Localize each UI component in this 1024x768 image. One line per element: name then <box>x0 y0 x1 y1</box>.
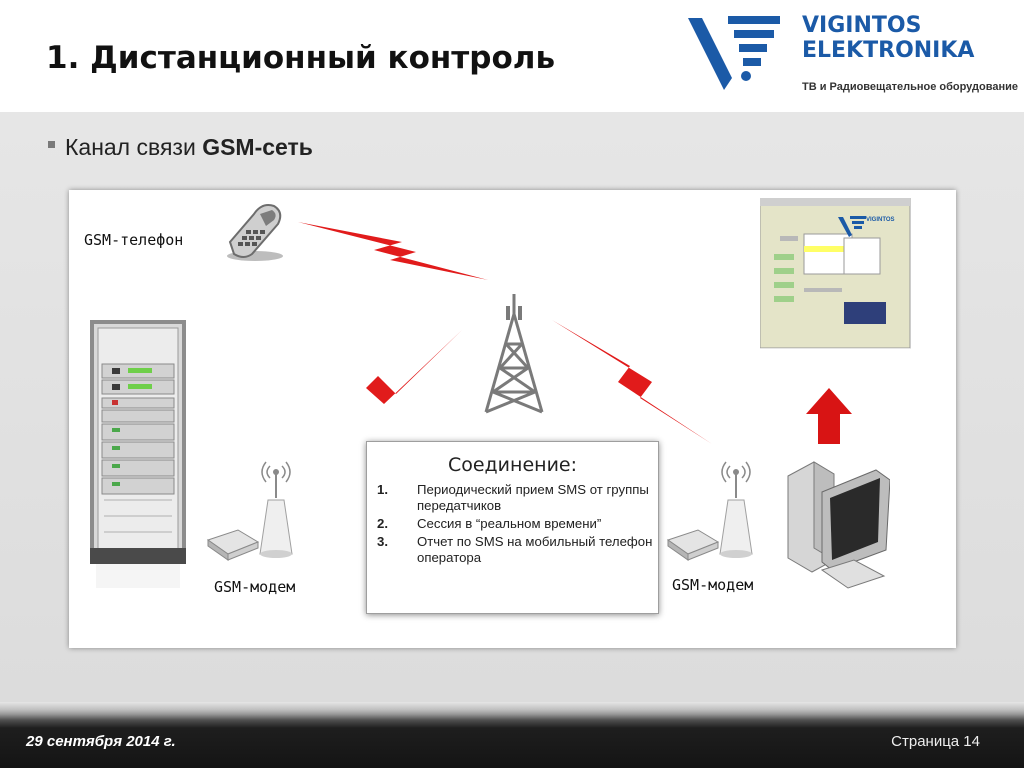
connection-info-box: Соединение: 1. Периодический прием SMS от… <box>366 441 659 614</box>
computer-icon <box>787 461 890 589</box>
transmitter-rack-icon <box>90 320 186 588</box>
connection-item: 3. Отчет по SMS на мобильный телефон опер… <box>377 534 655 566</box>
vigintos-logo-icon <box>688 16 780 90</box>
connection-item: 1. Периодический прием SMS от группы пере… <box>377 482 655 514</box>
brand-name-line2: ELEKTRONIKA <box>802 38 975 63</box>
connection-list: 1. Периодический прием SMS от группы пере… <box>377 482 655 568</box>
gsm-modem-left-icon <box>206 461 293 561</box>
bullet-square-icon <box>48 141 55 149</box>
connection-item: 2. Сессия в “реальном времени” <box>377 516 655 532</box>
connection-item-text: Сессия в “реальном времени” <box>417 516 602 531</box>
connection-item-text: Периодический прием SMS от группы переда… <box>417 482 649 513</box>
bullet-prefix: Канал связи <box>65 134 203 160</box>
connection-item-text: Отчет по SMS на мобильный телефон операт… <box>417 534 653 565</box>
lightning-right-icon <box>552 320 712 444</box>
cell-tower-icon <box>484 294 544 414</box>
lightning-phone-icon <box>298 222 488 280</box>
bullet-item: Канал связи GSM-сеть <box>48 134 313 161</box>
software-screenshot-icon <box>760 198 911 382</box>
gsm-modem-left-label: GSM-модем <box>214 578 296 596</box>
software-logo-icon <box>838 216 866 237</box>
software-logo-text: VIGINTOS <box>866 217 895 223</box>
bullet-bold-term: GSM-сеть <box>202 134 313 160</box>
connection-item-number: 1. <box>377 482 388 497</box>
connection-item-number: 3. <box>377 534 388 549</box>
slide-title: 1. Дистанционный контроль <box>46 40 556 76</box>
footer-date: 29 сентября 2014 г. <box>26 733 176 750</box>
lightning-left-icon <box>300 330 462 454</box>
gsm-modem-right-label: GSM-модем <box>672 576 754 594</box>
brand-tagline: ТВ и Радиовещательное оборудование <box>802 81 1018 93</box>
gsm-modem-right-icon <box>666 461 753 561</box>
connection-item-number: 2. <box>377 516 388 531</box>
gsm-phone-label: GSM-телефон <box>84 231 184 249</box>
connection-title: Соединение: <box>447 454 578 476</box>
page-number: Страница 14 <box>891 733 980 750</box>
header-bar <box>0 0 1024 112</box>
mobile-phone-icon <box>227 204 283 261</box>
brand-name: VIGINTOS ELEKTRONIKA <box>802 13 974 63</box>
brand-name-line1: VIGINTOS <box>802 13 922 38</box>
monitoring-software-window: VIGINTOS <box>760 198 912 382</box>
up-arrow-icon <box>806 388 852 444</box>
footer-bar <box>0 702 1024 768</box>
